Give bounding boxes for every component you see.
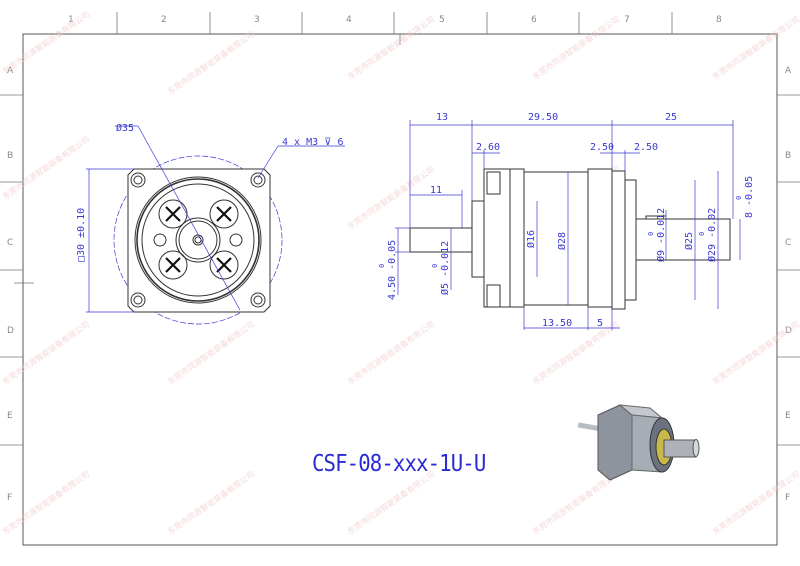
front-view [86,125,345,325]
screws [158,199,239,280]
svg-text:东莞市同源智能装备有限公司: 东莞市同源智能装备有限公司 [530,469,621,537]
svg-text:东莞市同源智能装备有限公司: 东莞市同源智能装备有限公司 [345,469,436,537]
part-number-title: CSF-08-xxx-1U-U [312,451,486,477]
dim-4-50: 4.50 -0.05 [387,240,398,300]
svg-text:东莞市同源智能装备有限公司: 东莞市同源智能装备有限公司 [0,134,91,202]
column-label: 4 [346,15,352,25]
svg-text:东莞市同源智能装备有限公司: 东莞市同源智能装备有限公司 [530,14,621,82]
row-label: E [7,411,13,421]
dim-dia-9: Ø9 -0.012 [655,208,667,262]
row-label: F [785,493,790,503]
dim-25: 25 [665,112,677,123]
column-label: 6 [531,15,537,25]
dim-13: 13 [436,112,448,123]
dim-dia-29-upper: 0 [698,232,706,236]
svg-text:东莞市同源智能装备有限公司: 东莞市同源智能装备有限公司 [345,319,436,387]
column-label: 8 [716,15,722,25]
square-flange [127,168,271,313]
dim-13-50: 13.50 [542,318,572,329]
row-label: A [7,66,14,76]
svg-text:东莞市同源智能装备有限公司: 东莞市同源智能装备有限公司 [165,319,256,387]
input-boss [471,200,485,278]
svg-text:东莞市同源智能装备有限公司: 东莞市同源智能装备有限公司 [0,469,91,537]
svg-text:东莞市同源智能装备有限公司: 东莞市同源智能装备有限公司 [165,469,256,537]
dim-29-50: 29.50 [528,112,558,123]
row-label: E [785,411,791,421]
dim-2-60: 2.60 [476,142,500,153]
dim-dia-5: Ø5 -0.012 [439,241,451,295]
diameter-35-label: Ø35 [116,122,134,134]
dim-11: 11 [430,185,442,196]
isometric-render [577,404,700,481]
column-label: 3 [254,15,260,25]
dim-5: 5 [597,318,603,329]
grid-dividers [0,12,800,446]
row-label: C [7,238,13,248]
dim-8-upper: 0 [735,196,743,200]
dim-dia-28: Ø28 [556,232,568,250]
svg-text:东莞市同源智能装备有限公司: 东莞市同源智能装备有限公司 [710,319,800,387]
column-label: 7 [624,15,630,25]
output-shaft [635,218,731,261]
dim-dia-5-upper: 0 [431,264,439,268]
row-label: A [785,66,792,76]
dim-dia-16: Ø16 [525,230,537,248]
dim-8: 8 -0.05 [744,176,755,218]
row-label: D [785,326,792,336]
thread-holes-label: 4 x M3 ⊽ 6 [282,137,344,148]
row-label: D [7,326,14,336]
dim-4-50-upper: 0 [378,264,386,268]
row-label: F [7,493,12,503]
svg-text:东莞市同源智能装备有限公司: 东莞市同源智能装备有限公司 [0,9,91,77]
dim-2-50-a: 2.50 [590,142,614,153]
corner-holes [130,172,266,308]
row-label: B [785,151,791,161]
column-label: 5 [439,15,445,25]
side-view [395,120,741,330]
svg-text:东莞市同源智能装备有限公司: 东莞市同源智能装备有限公司 [165,29,256,97]
pitch-circle [113,155,283,325]
column-label: 2 [161,15,167,25]
dim-2-50-b: 2.50 [634,142,658,153]
row-label: B [7,151,13,161]
dim-dia-25: Ø25 [683,232,695,250]
dim-dia-29: Ø29 -0.02 [706,208,718,262]
input-shaft [409,227,473,253]
dim-dia-9-upper: 0 [647,232,655,236]
svg-text:东莞市同源智能装备有限公司: 东莞市同源智能装备有限公司 [345,164,436,232]
svg-text:东莞市同源智能装备有限公司: 东莞市同源智能装备有限公司 [345,14,436,82]
row-label: C [785,238,791,248]
column-label: 1 [68,15,74,25]
square-30-label: □30 ±0.10 [76,208,87,262]
svg-text:东莞市同源智能装备有限公司: 东莞市同源智能装备有限公司 [0,319,91,387]
